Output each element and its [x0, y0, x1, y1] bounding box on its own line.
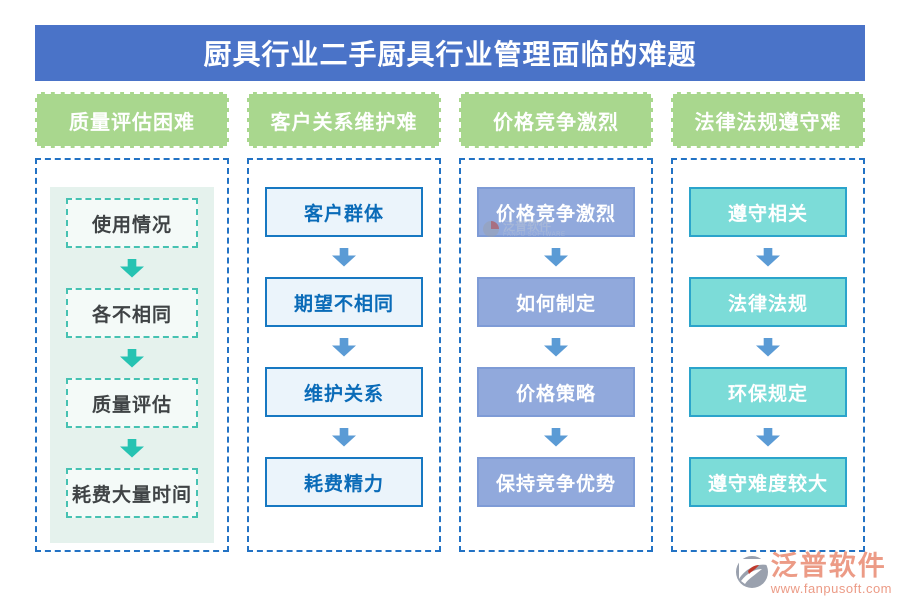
- diagram-title-bar: 厨具行业二手厨具行业管理面临的难题: [35, 25, 865, 81]
- category-header-quality: 质量评估困难: [35, 92, 229, 148]
- down-arrow-icon: [120, 438, 144, 458]
- down-arrow-icon: [332, 247, 356, 267]
- flow-step: 遵守难度较大: [689, 457, 847, 507]
- flow-column-quality: 使用情况 各不相同 质量评估 耗费大量时间: [35, 158, 229, 552]
- flow-step: 各不相同: [66, 288, 198, 338]
- down-arrow-icon: [756, 427, 780, 447]
- flow-column-legal: 遵守相关 法律法规 环保规定 遵守难度较大: [671, 158, 865, 552]
- flow-step: 维护关系: [265, 367, 423, 417]
- fanpu-logo-icon: [735, 556, 768, 588]
- down-arrow-icon: [120, 258, 144, 278]
- flow-step: 使用情况: [66, 198, 198, 248]
- flow-step: 法律法规: [689, 277, 847, 327]
- flow-column-customer: 客户群体 期望不相同 维护关系 耗费精力: [247, 158, 441, 552]
- down-arrow-icon: [120, 348, 144, 368]
- down-arrow-icon: [756, 247, 780, 267]
- flow-step: 价格策略: [477, 367, 635, 417]
- diagram-title: 厨具行业二手厨具行业管理面临的难题: [203, 39, 697, 70]
- down-arrow-icon: [544, 337, 568, 357]
- fanpu-brand: 泛普软件 www.fanpusoft.com: [735, 553, 892, 595]
- flow-step: 保持竞争优势: [477, 457, 635, 507]
- down-arrow-icon: [332, 427, 356, 447]
- flow-step: 耗费大量时间: [66, 468, 198, 518]
- down-arrow-icon: [756, 337, 780, 357]
- flow-step: 期望不相同: [265, 277, 423, 327]
- category-headers-row: 质量评估困难 客户关系维护难 价格竞争激烈 法律法规遵守难: [35, 92, 865, 148]
- category-header-customer: 客户关系维护难: [247, 92, 441, 148]
- brand-name: 泛普软件: [770, 551, 887, 581]
- category-header-legal: 法律法规遵守难: [671, 92, 865, 148]
- category-header-price: 价格竞争激烈: [459, 92, 653, 148]
- flow-step: 环保规定: [689, 367, 847, 417]
- flow-step: 耗费精力: [265, 457, 423, 507]
- down-arrow-icon: [544, 247, 568, 267]
- down-arrow-icon: [544, 427, 568, 447]
- brand-website: www.fanpusoft.com: [770, 581, 892, 596]
- flow-step: 质量评估: [66, 378, 198, 428]
- flow-step: 遵守相关: [689, 187, 847, 237]
- flow-step: 如何制定: [477, 277, 635, 327]
- flow-step: 价格竞争激烈: [477, 187, 635, 237]
- flow-step: 客户群体: [265, 187, 423, 237]
- flow-columns-row: 使用情况 各不相同 质量评估 耗费大量时间 客户群体 期望不相同 维护关系 耗费…: [35, 158, 865, 552]
- quality-inner-panel: 使用情况 各不相同 质量评估 耗费大量时间: [50, 187, 214, 543]
- down-arrow-icon: [332, 337, 356, 357]
- flow-column-price: 价格竞争激烈 如何制定 价格策略 保持竞争优势 泛普软件 FANPU SOFTW…: [459, 158, 653, 552]
